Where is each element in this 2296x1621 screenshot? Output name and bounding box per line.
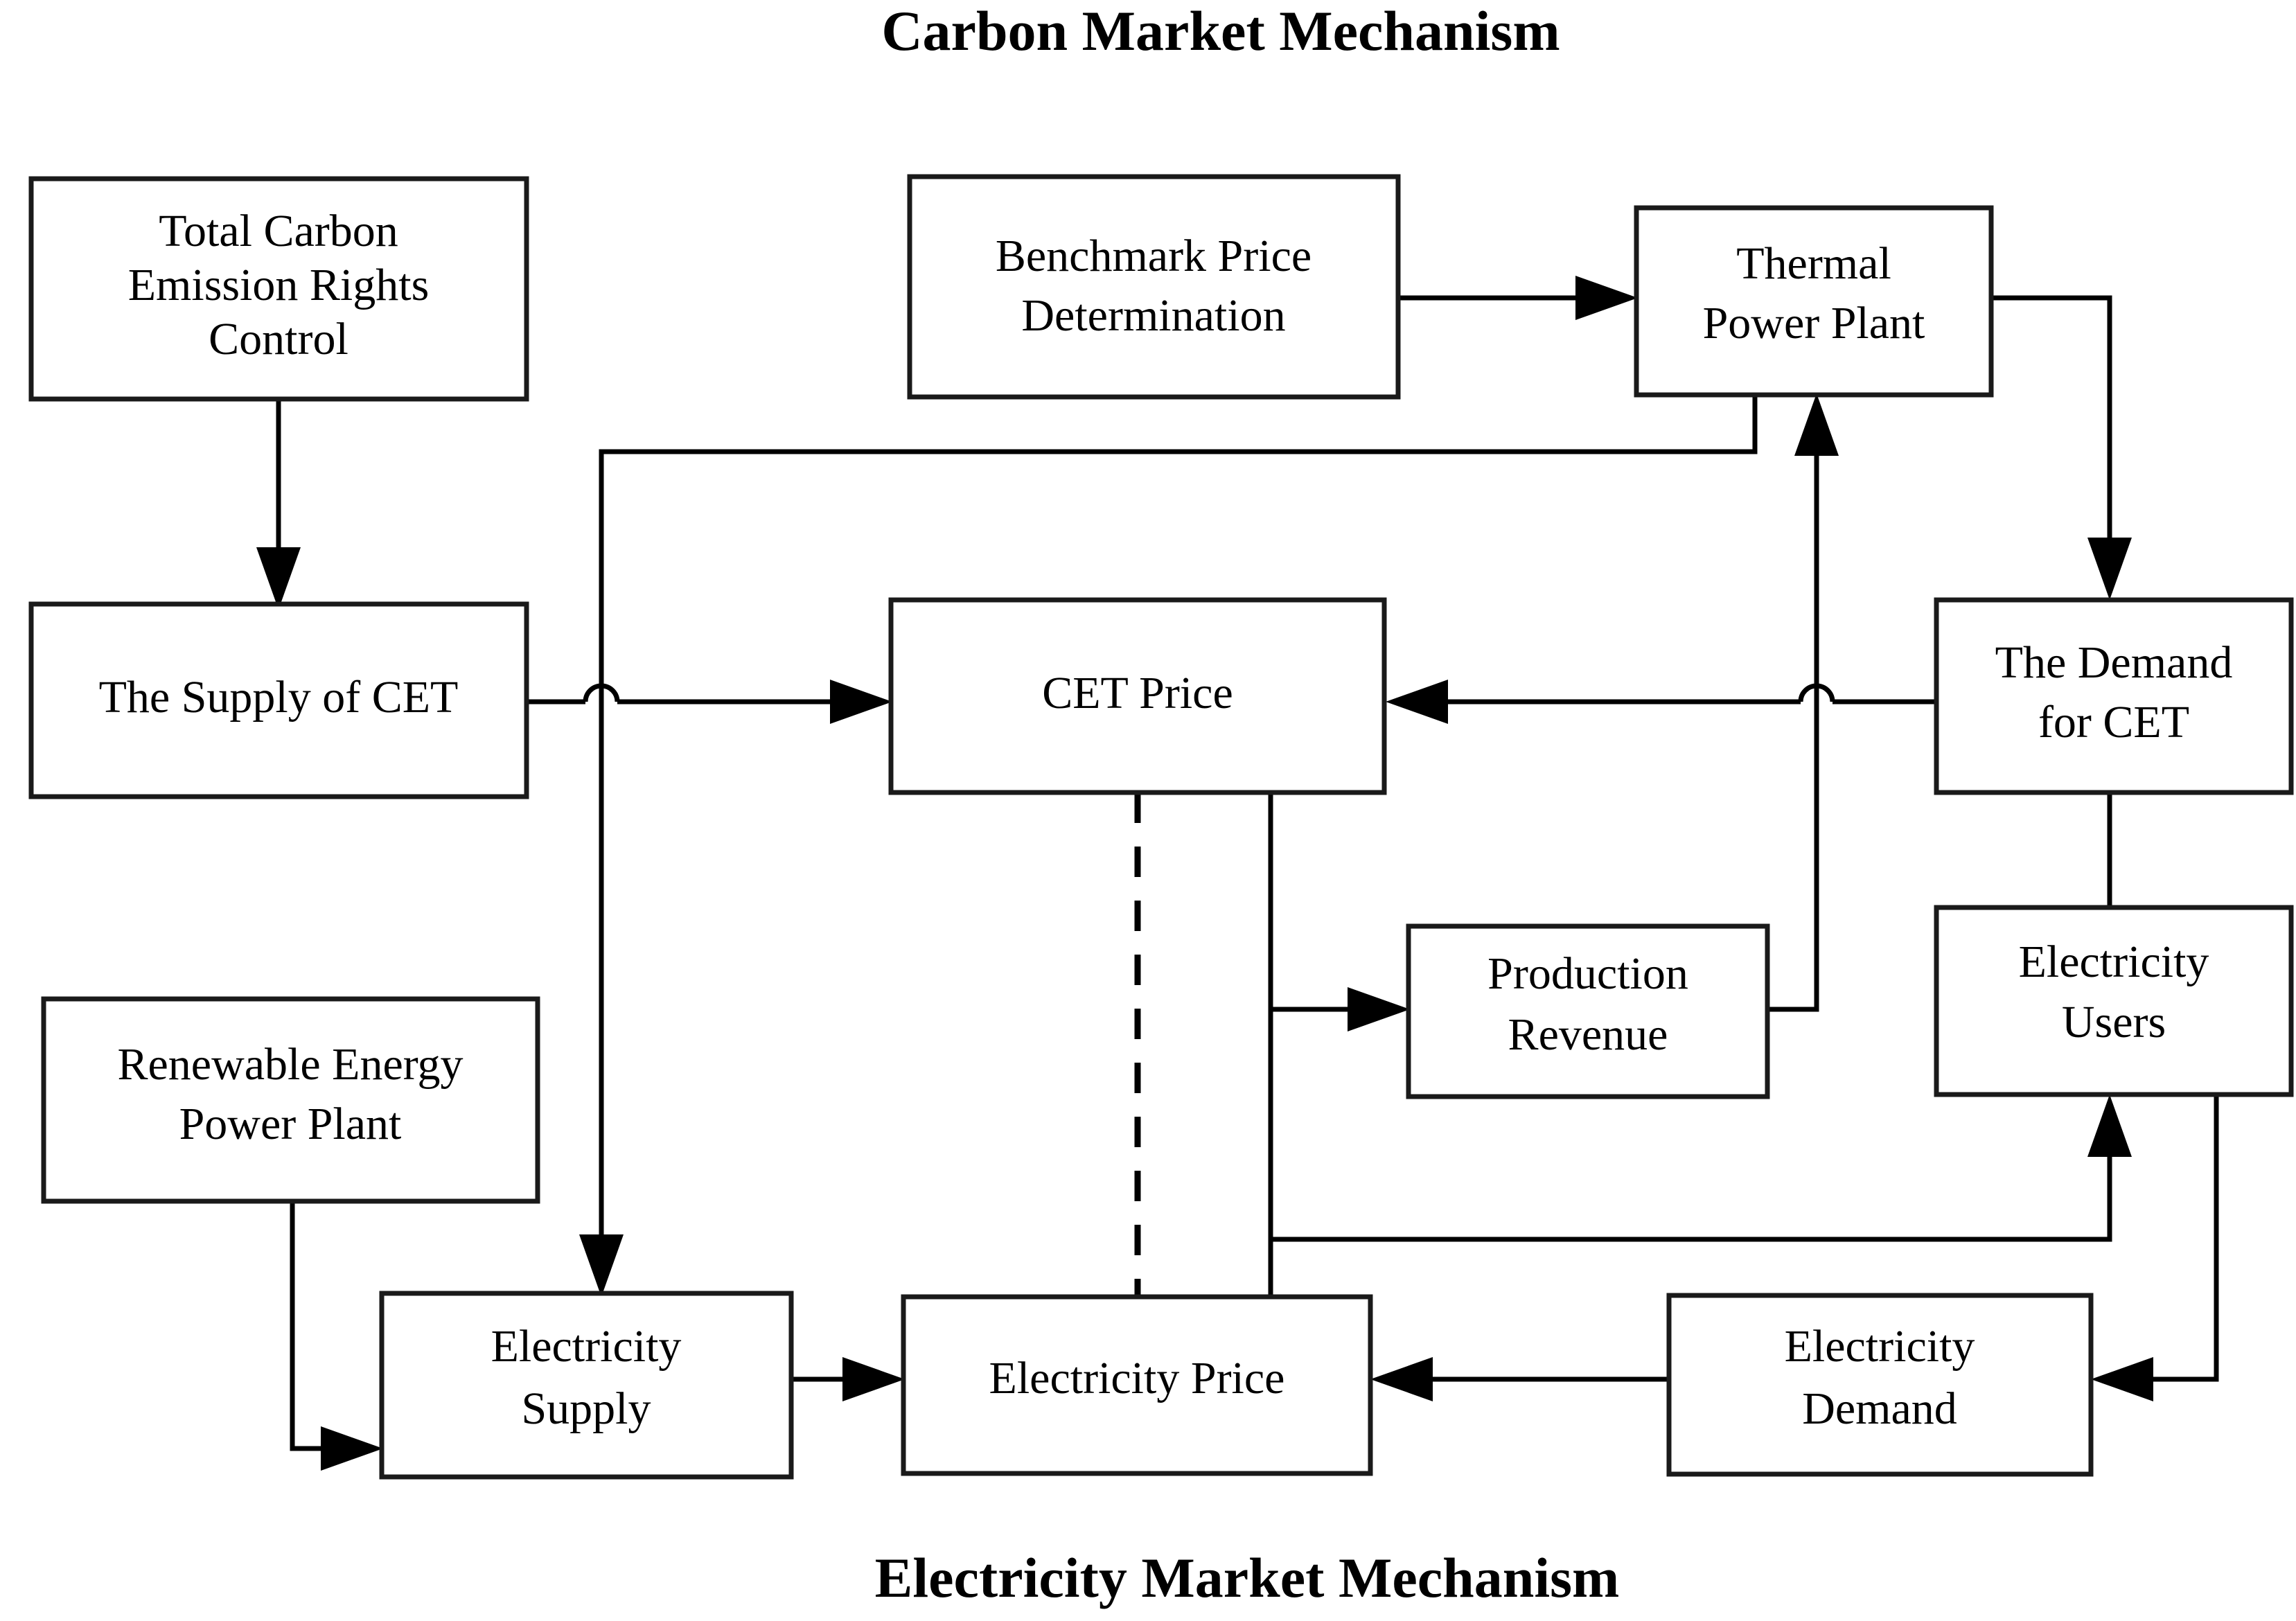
node-label-line: Determination bbox=[1021, 290, 1285, 341]
connector-layer bbox=[256, 276, 2219, 1471]
node-label-line: Demand bbox=[1802, 1383, 1957, 1434]
node-label-line: Users bbox=[2062, 997, 2166, 1047]
node-label-line: Revenue bbox=[1508, 1009, 1668, 1060]
node-cet-price[interactable]: CET Price bbox=[888, 597, 1387, 795]
node-label-line: Emission Rights bbox=[128, 260, 430, 310]
node-label-line: Electricity bbox=[491, 1321, 682, 1372]
node-label-line: The Demand bbox=[1995, 637, 2233, 688]
edge-benchmark-to-thermal bbox=[1398, 276, 1638, 320]
edge-thermal-to-demand bbox=[1991, 295, 2132, 600]
node-label-line: Power Plant bbox=[179, 1099, 402, 1149]
edge-cet-price-to-production-revenue bbox=[1271, 987, 1410, 1031]
edge-supply-to-cet-price bbox=[527, 680, 892, 724]
node-electricity-demand[interactable]: Electricity Demand bbox=[1666, 1293, 2094, 1477]
node-benchmark-price-determination[interactable]: Benchmark Price Determination bbox=[907, 174, 1401, 400]
node-label-line: Electricity bbox=[1785, 1321, 1975, 1372]
node-label-line: Thermal bbox=[1736, 238, 1891, 289]
node-label-line: for CET bbox=[2038, 697, 2189, 747]
edge-production-revenue-to-thermal bbox=[1767, 393, 1839, 1012]
node-label-line: Total Carbon bbox=[159, 206, 398, 256]
node-electricity-price[interactable]: Electricity Price bbox=[901, 1294, 1373, 1476]
node-label-line: CET Price bbox=[1042, 668, 1233, 718]
node-total-carbon-emission-rights-control[interactable]: Total Carbon Emission Rights Control bbox=[28, 176, 529, 402]
node-label-line: Production bbox=[1487, 948, 1688, 999]
edge-demand-to-cet-price bbox=[1386, 680, 1936, 724]
edge-thermal-to-electricity-supply bbox=[579, 395, 1758, 1297]
edge-electricity-demand-to-price bbox=[1370, 1357, 1669, 1401]
node-label-line: Benchmark Price bbox=[996, 231, 1312, 281]
node-layer: Total Carbon Emission Rights Control Ben… bbox=[28, 174, 2294, 1480]
edge-electricity-users-to-demand bbox=[2091, 1095, 2219, 1401]
edge-renewable-to-electricity-supply bbox=[290, 1201, 383, 1471]
node-renewable-energy-power-plant[interactable]: Renewable Energy Power Plant bbox=[41, 996, 540, 1204]
edge-control-to-supply bbox=[256, 399, 301, 610]
node-electricity-users[interactable]: Electricity Users bbox=[1934, 905, 2294, 1097]
node-the-demand-for-cet[interactable]: The Demand for CET bbox=[1934, 597, 2294, 795]
node-label-line: Power Plant bbox=[1703, 298, 1925, 348]
node-label-line: Supply bbox=[521, 1383, 651, 1434]
node-label-line: Electricity Price bbox=[989, 1353, 1285, 1403]
diagram-title-bottom: Electricity Market Mechanism bbox=[875, 1546, 1620, 1609]
node-thermal-power-plant[interactable]: Thermal Power Plant bbox=[1634, 205, 1994, 398]
node-electricity-supply[interactable]: Electricity Supply bbox=[379, 1291, 794, 1480]
node-label-line: Renewable Energy bbox=[117, 1039, 463, 1090]
node-label-line: Electricity bbox=[2019, 937, 2209, 987]
node-production-revenue[interactable]: Production Revenue bbox=[1406, 923, 1770, 1099]
edge-cet-branch-to-electricity-users bbox=[1271, 1095, 2132, 1242]
node-the-supply-of-cet[interactable]: The Supply of CET bbox=[28, 601, 529, 799]
diagram-title-top: Carbon Market Mechanism bbox=[881, 0, 1560, 62]
edge-electricity-supply-to-price bbox=[791, 1357, 905, 1401]
node-label-line: The Supply of CET bbox=[99, 672, 459, 723]
node-label-line: Control bbox=[209, 314, 348, 364]
